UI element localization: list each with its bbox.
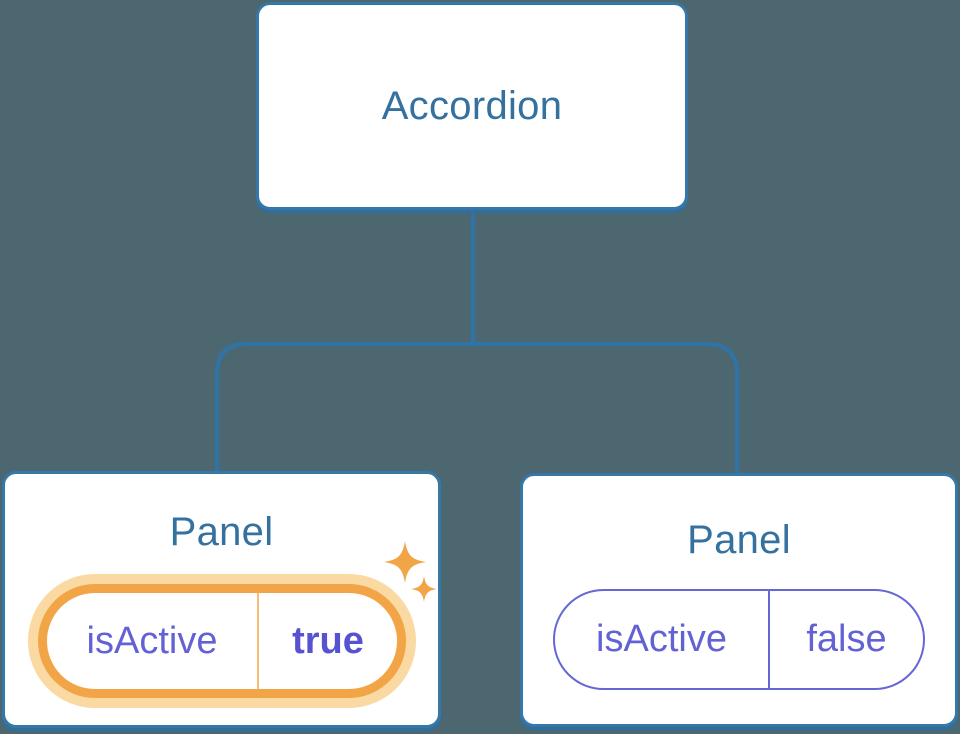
state-value-label: false	[806, 618, 887, 660]
panel-node-inactive: Panel isActive false	[520, 473, 958, 727]
accordion-node-title: Accordion	[381, 84, 563, 128]
state-value-label: true	[292, 619, 364, 662]
panel-node-active: Panel isActive true	[2, 471, 441, 728]
pill-divider	[768, 591, 770, 688]
accordion-node: Accordion	[256, 2, 688, 210]
state-key-label: isActive	[86, 619, 218, 662]
state-pill-inactive: isActive false	[553, 589, 925, 690]
panel-node-title: Panel	[687, 518, 791, 562]
state-pill-active: isActive true	[38, 584, 406, 698]
state-key-label: isActive	[596, 618, 727, 660]
pill-divider	[257, 593, 259, 689]
panel-node-title: Panel	[169, 510, 274, 554]
